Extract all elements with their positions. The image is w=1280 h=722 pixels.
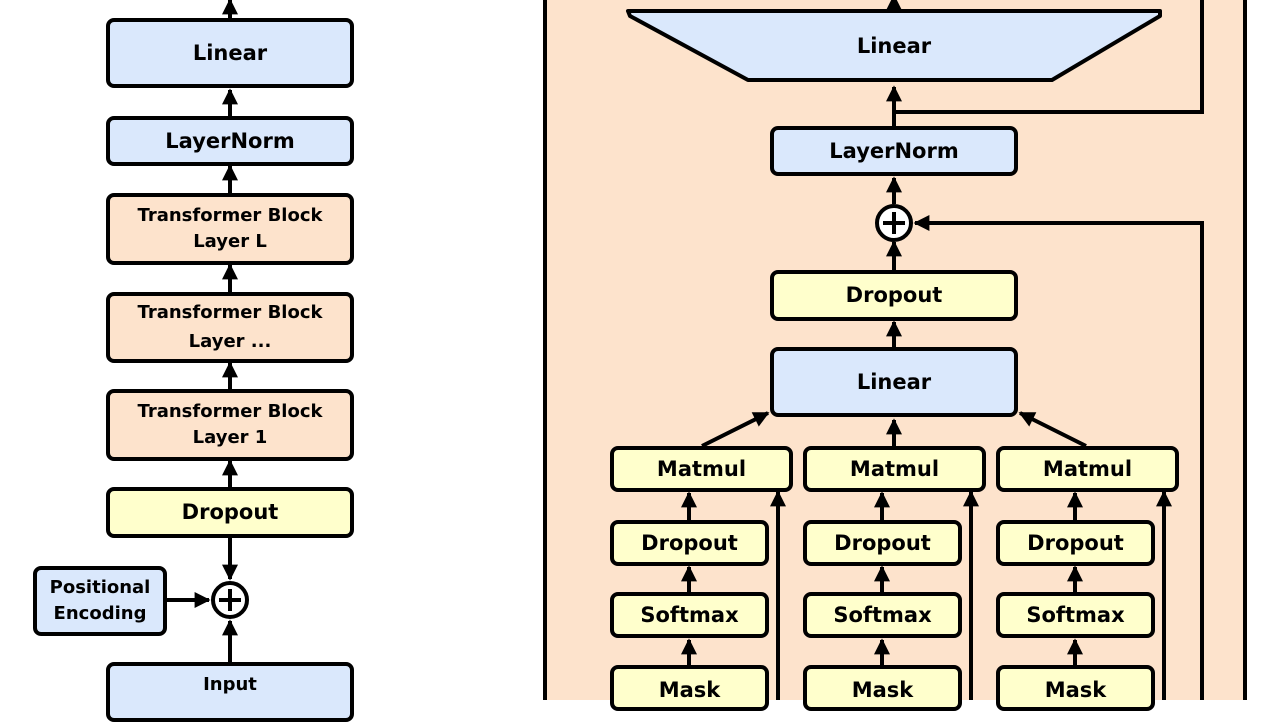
head-1-mask-label: Mask (658, 678, 721, 702)
overview-input: Input (106, 662, 354, 722)
head-1-softmax-label: Softmax (640, 602, 739, 627)
overview-layernorm-label: LayerNorm (165, 128, 295, 153)
overview-dropout: Dropout (106, 487, 354, 538)
head-2-mask-label: Mask (851, 678, 914, 702)
positional-encoding: Positional Encoding (33, 566, 167, 636)
block-mid-line2: Layer ... (188, 330, 272, 352)
diagram-connectors (167, 0, 1247, 700)
overview-input-label: Input (203, 674, 257, 695)
overview-dropout-label: Dropout (181, 500, 279, 525)
head-3-softmax-label: Softmax (1026, 602, 1125, 627)
block-proj-linear-label: Linear (856, 369, 932, 394)
head-1-matmul-label: Matmul (656, 456, 747, 481)
head-2-softmax: Softmax (803, 592, 962, 638)
block-mid-line1: Transformer Block (137, 302, 323, 323)
block-l-line2: Layer L (193, 231, 267, 252)
block-l-line1: Transformer Block (137, 204, 323, 226)
head-3-matmul: Matmul (996, 446, 1179, 492)
overview-linear: Linear (106, 18, 354, 88)
head-3-mask-label: Mask (1044, 678, 1107, 702)
head-1-softmax: Softmax (610, 592, 769, 638)
block-proj-linear: Linear (770, 347, 1018, 417)
overview-linear-label: Linear (192, 40, 268, 65)
add-node-left (211, 581, 249, 619)
head-2-softmax-label: Softmax (833, 602, 932, 627)
head-1-matmul: Matmul (610, 446, 793, 492)
head-1-dropout: Dropout (610, 520, 769, 566)
transformer-block-layer-1: Transformer Block Layer 1 (106, 389, 354, 461)
block-dropout: Dropout (770, 270, 1018, 321)
positional-line2: Encoding (53, 603, 147, 624)
add-node-right (875, 204, 913, 242)
head-2-dropout: Dropout (803, 520, 962, 566)
head-2-mask: Mask (803, 665, 962, 711)
overview-arrows (167, 0, 238, 662)
block-arrows (681, 0, 1204, 700)
overview-layernorm: LayerNorm (106, 116, 354, 166)
head-2-matmul: Matmul (803, 446, 986, 492)
top-linear-trapezoid (626, 9, 1162, 82)
head-2-matmul-label: Matmul (849, 456, 940, 481)
head-1-dropout-label: Dropout (641, 530, 738, 555)
head-1-mask: Mask (610, 665, 769, 711)
head-3-mask: Mask (996, 665, 1155, 711)
top-linear-label: Linear (856, 34, 932, 58)
head-3-matmul-label: Matmul (1042, 456, 1133, 481)
block-layernorm: LayerNorm (770, 126, 1018, 176)
head-3-dropout: Dropout (996, 520, 1155, 566)
transformer-block-layer-mid: Transformer Block Layer ... (106, 292, 354, 363)
block-1-line1: Transformer Block (137, 400, 323, 422)
head-2-dropout-label: Dropout (834, 530, 931, 555)
block-layernorm-label: LayerNorm (829, 138, 959, 163)
block-1-line2: Layer 1 (192, 427, 268, 448)
head-3-softmax: Softmax (996, 592, 1155, 638)
transformer-block-layer-l: Transformer Block Layer L (106, 193, 354, 265)
positional-line1: Positional (49, 576, 151, 598)
head-3-dropout-label: Dropout (1027, 530, 1124, 555)
block-dropout-label: Dropout (845, 283, 943, 308)
